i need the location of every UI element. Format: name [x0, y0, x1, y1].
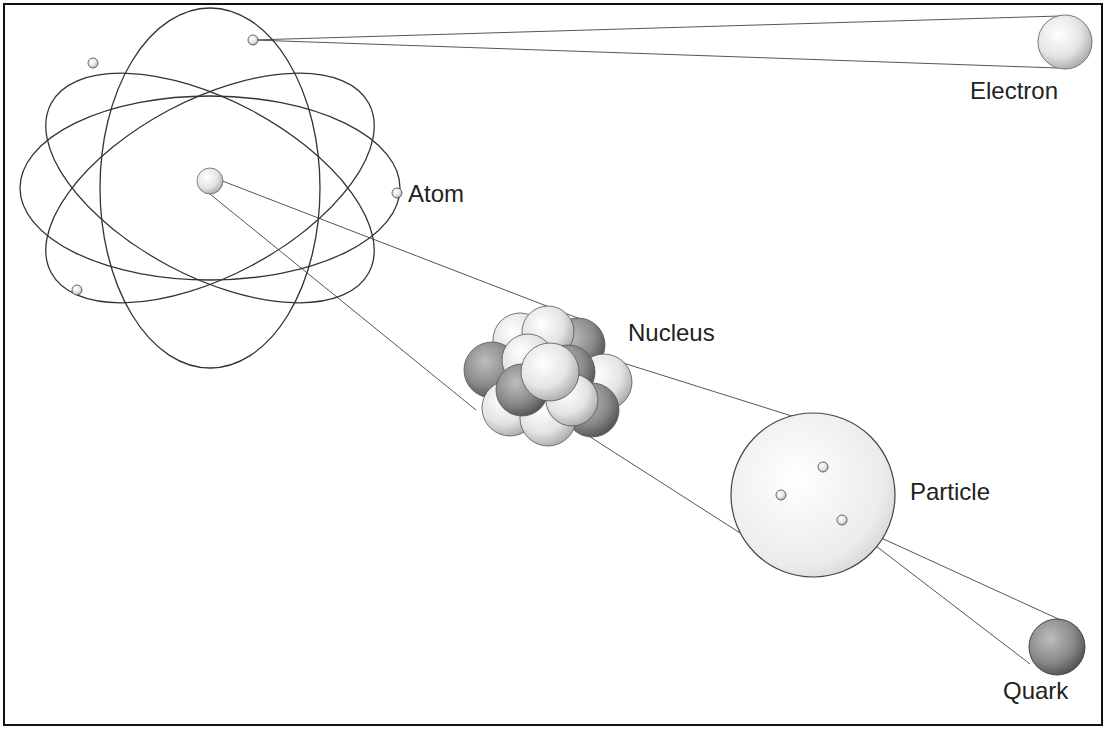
- zoom-lines: [205, 16, 1078, 664]
- electron-sphere: [1038, 15, 1092, 69]
- part-label: Nucleus: [628, 320, 715, 346]
- particle-sphere: [731, 413, 895, 577]
- nucleon: [521, 343, 579, 401]
- part-label: Electron: [970, 78, 1058, 104]
- quark-dots: [776, 462, 847, 525]
- orbit: [10, 26, 410, 350]
- zoom-line: [253, 40, 1058, 68]
- quark-sphere: [1029, 619, 1085, 675]
- electron-dot: [392, 188, 402, 198]
- zoom-line: [205, 190, 476, 410]
- orbits: [10, 8, 410, 368]
- electron-dot: [248, 35, 258, 45]
- quark-dot: [776, 490, 786, 500]
- part-label: Particle: [910, 479, 990, 505]
- frame: [4, 4, 1102, 725]
- orbit: [20, 96, 400, 280]
- quark-dot: [837, 515, 847, 525]
- nucleus-cluster: [464, 306, 632, 446]
- electron-dot: [88, 58, 98, 68]
- part-label: Atom: [408, 181, 464, 207]
- part-label: Quark: [1003, 678, 1068, 704]
- zoom-line: [253, 16, 1060, 40]
- orbit-electrons: [72, 35, 402, 295]
- atom-nucleus: [197, 168, 223, 194]
- orbit: [10, 26, 410, 350]
- electron-dot: [72, 285, 82, 295]
- quark-dot: [818, 462, 828, 472]
- orbit: [100, 8, 320, 368]
